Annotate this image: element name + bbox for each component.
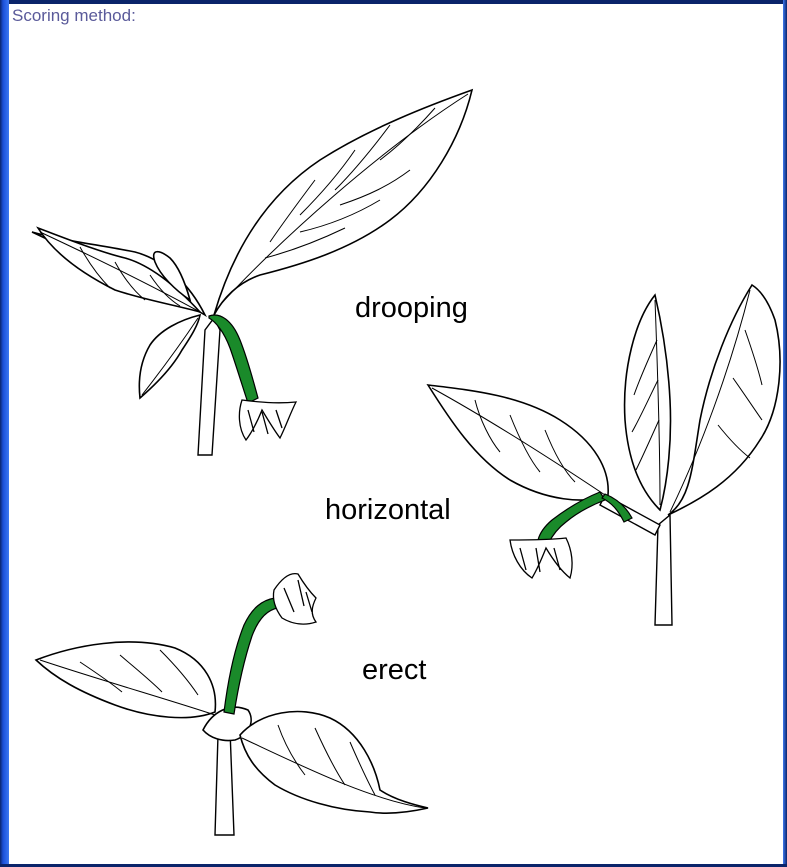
label-horizontal: horizontal	[325, 494, 451, 527]
label-erect: erect	[362, 654, 426, 687]
label-drooping: drooping	[355, 292, 468, 325]
